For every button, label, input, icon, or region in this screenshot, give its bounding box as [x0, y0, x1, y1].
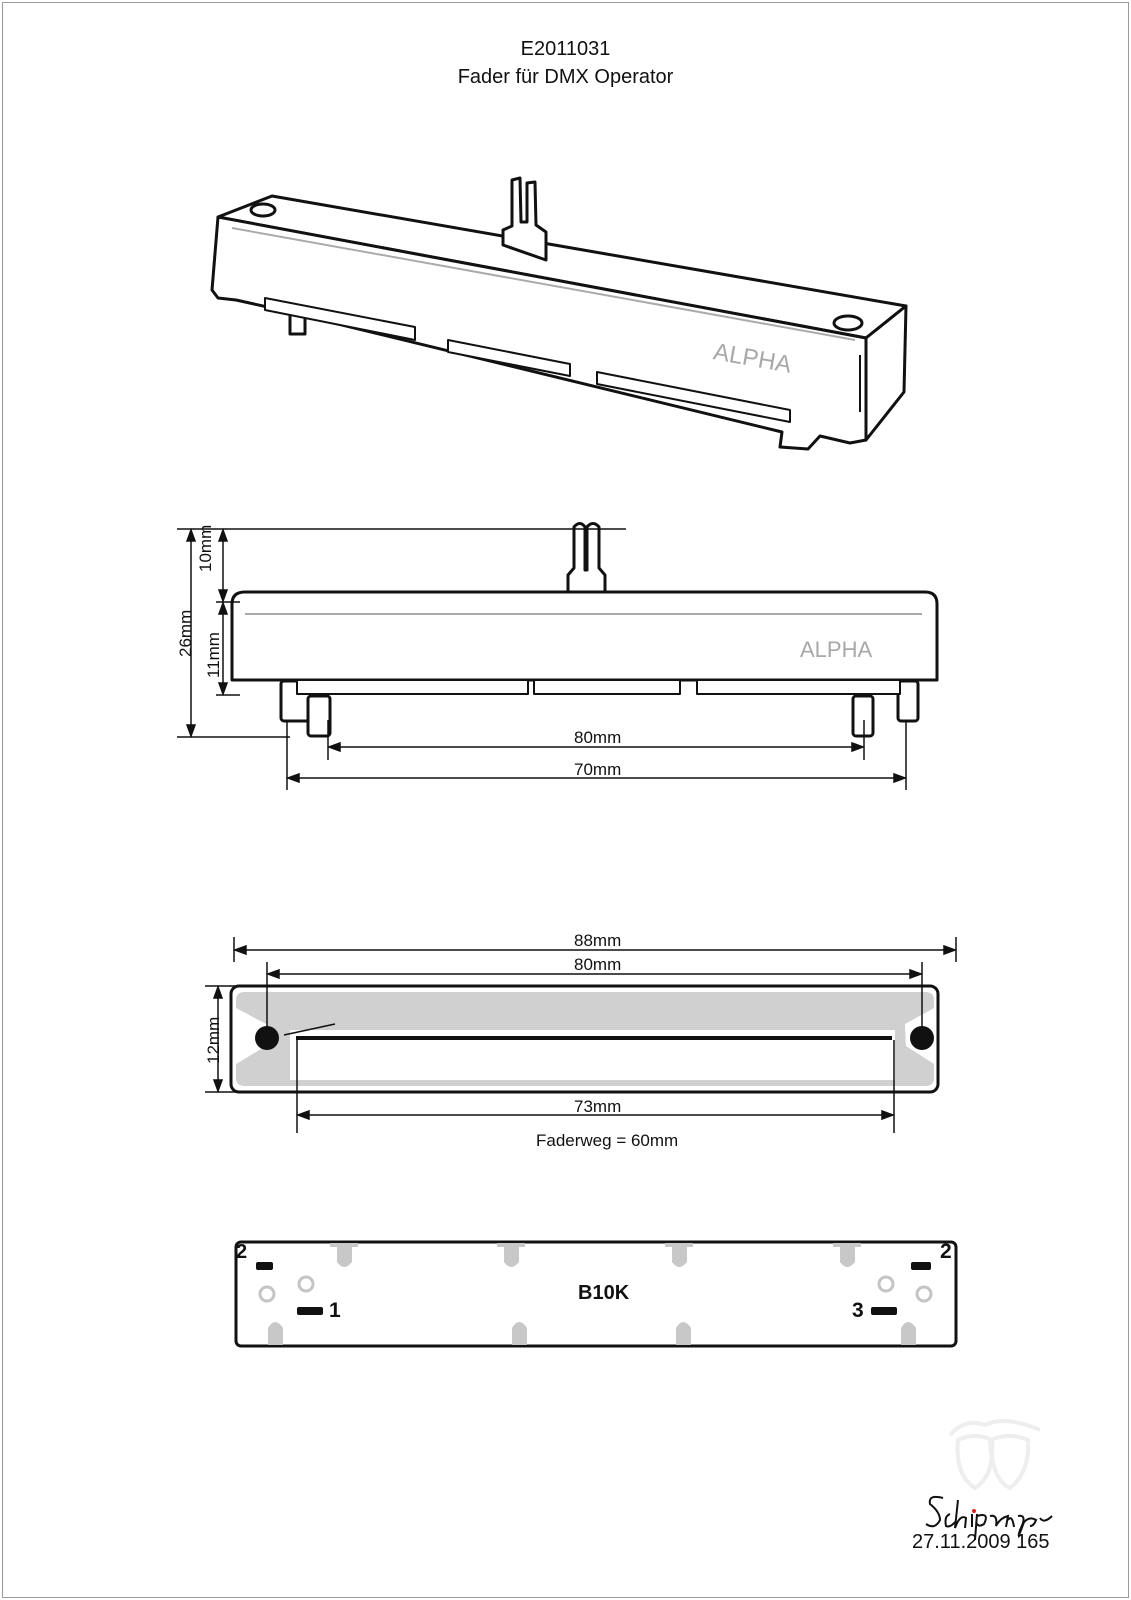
- part-number: E2011031: [520, 38, 611, 60]
- pin-label-3: 3: [852, 1299, 864, 1322]
- bottom-body: [234, 1240, 958, 1348]
- pin-pads: [256, 1262, 931, 1315]
- dim-hole-spacing: 80mm: [574, 955, 622, 974]
- signature: [925, 1495, 1053, 1541]
- iso-mount-hole: [249, 202, 277, 218]
- mounting-tabs: [268, 1243, 916, 1345]
- pin-label-2-left: 2: [236, 1241, 248, 1263]
- mount-hole: [255, 1026, 279, 1050]
- pin: [851, 694, 875, 738]
- pin-label-2-right: 2: [940, 1240, 952, 1263]
- iso-end-face: [864, 304, 908, 442]
- iso-front-face: [210, 215, 868, 451]
- part-description: Fader für DMX Operator: [457, 66, 674, 88]
- iso-slider-lever: [501, 176, 548, 262]
- pin: [306, 694, 332, 738]
- side-brand-label: ALPHA: [800, 637, 873, 662]
- mount-hole: [910, 1026, 934, 1050]
- pin: [896, 679, 920, 723]
- fader-slot: [296, 1036, 892, 1040]
- side-dimensions: [177, 527, 908, 790]
- fader-travel: Faderweg = 60mm: [536, 1131, 679, 1150]
- iso-mount-hole: [832, 314, 864, 332]
- dim-slot: 73mm: [574, 1097, 622, 1116]
- resistance-value: B10K: [578, 1282, 630, 1304]
- pin-label-1: 1: [329, 1299, 341, 1322]
- dim-inner-pins: 80mm: [574, 728, 622, 747]
- dim-length: 88mm: [574, 931, 622, 950]
- isometric-view: [210, 176, 908, 451]
- dim-outer-pins: 70mm: [574, 760, 622, 779]
- date-code: 27.11.2009 165: [912, 1531, 1050, 1553]
- side-slider-lever: [566, 522, 607, 592]
- theater-masks-watermark: [948, 1419, 1041, 1491]
